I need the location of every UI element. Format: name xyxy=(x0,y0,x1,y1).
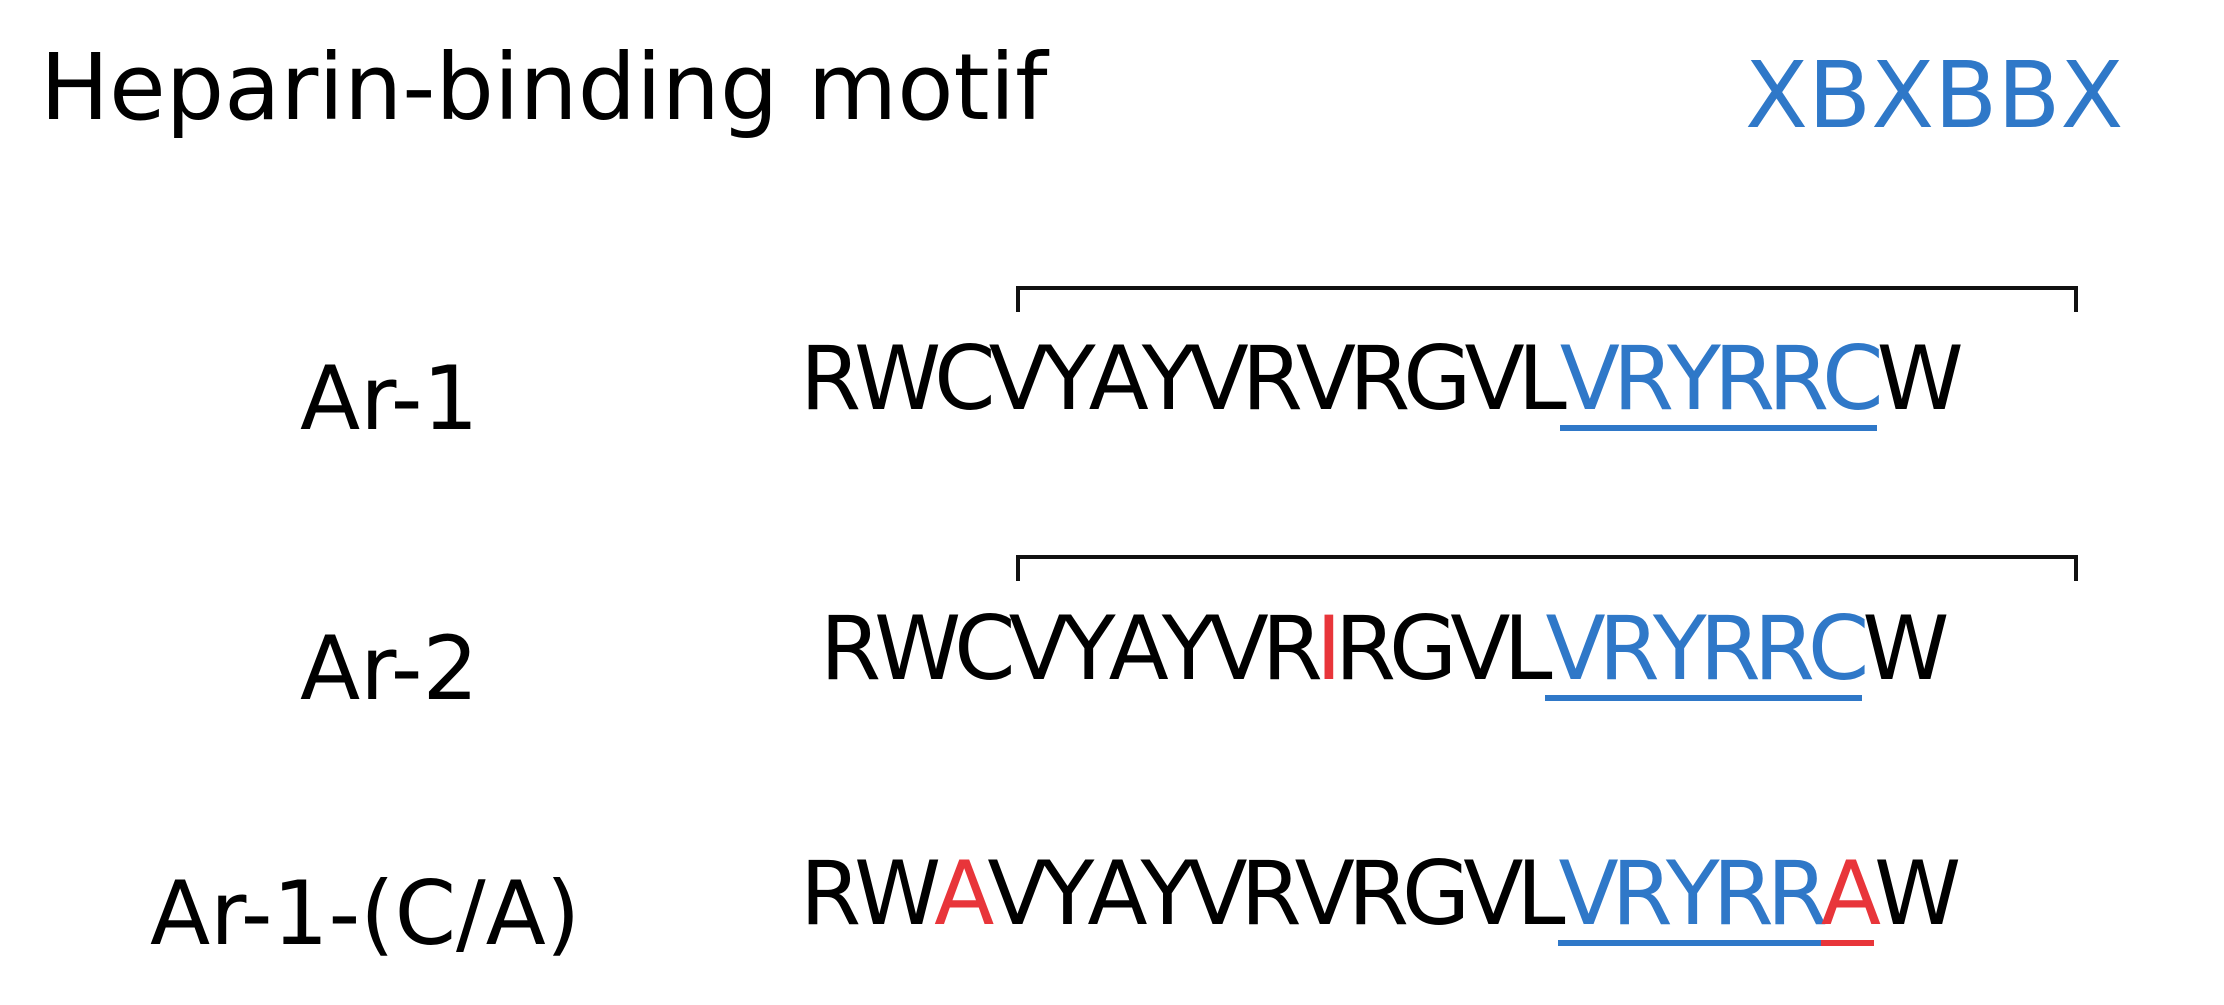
residue: W xyxy=(1862,597,1949,700)
residue: R xyxy=(1768,327,1829,430)
residue: Y xyxy=(1040,842,1095,945)
residue: Y xyxy=(1652,597,1707,700)
residue: R xyxy=(800,842,861,945)
residue: L xyxy=(1516,842,1565,945)
residue: C xyxy=(1822,327,1884,430)
residue: Y xyxy=(1161,597,1216,700)
residue: V xyxy=(1295,327,1356,430)
peptide-sequence: RWAVYAYVRVRGVLVRYRRAW xyxy=(800,842,1961,946)
residue: R xyxy=(1612,327,1674,430)
residue: V xyxy=(1558,842,1618,945)
diagram-title: Heparin-binding motif xyxy=(40,34,1048,141)
residue: W xyxy=(854,842,941,945)
residue: A xyxy=(1087,842,1147,945)
disulfide-bracket xyxy=(1016,555,2078,581)
residue: R xyxy=(1766,842,1828,945)
residue: V xyxy=(987,842,1047,945)
residue: Y xyxy=(1041,327,1096,430)
residue: C xyxy=(1807,597,1870,700)
residue: Y xyxy=(1141,327,1196,430)
residue: V xyxy=(1464,327,1524,430)
residue: R xyxy=(1712,842,1774,945)
residue: W xyxy=(854,327,941,430)
residue: R xyxy=(1598,597,1660,700)
residue: W xyxy=(874,597,961,700)
peptide-row-ar1: Ar-1 RWCVYAYVRVRGVLVRYRRCW xyxy=(0,230,2224,443)
residue: I xyxy=(1315,597,1342,700)
residue: G xyxy=(1389,597,1457,700)
residue: V xyxy=(1450,597,1510,700)
residue: R xyxy=(1347,842,1409,945)
residue: V xyxy=(1208,597,1269,700)
residue: V xyxy=(1559,327,1620,430)
residue: R xyxy=(1334,597,1396,700)
residue: W xyxy=(1874,842,1961,945)
residue: C xyxy=(934,327,996,430)
residue: R xyxy=(1349,327,1410,430)
residue: L xyxy=(1517,327,1567,430)
residue: V xyxy=(1008,597,1069,700)
residue: W xyxy=(1876,327,1964,430)
residue: R xyxy=(820,597,881,700)
peptide-row-ar1-ca: Ar-1-(C/A) RWAVYAYVRVRGVLVRYRRAW xyxy=(0,780,2224,958)
residue: V xyxy=(1545,597,1605,700)
residue: R xyxy=(1261,597,1323,700)
motif-consensus: XBXBBX xyxy=(1745,42,2124,149)
residue: L xyxy=(1503,597,1552,700)
residue: R xyxy=(1699,597,1761,700)
residue: G xyxy=(1402,842,1470,945)
peptide-row-ar2: Ar-2 RWCVYAYVRIRGVLVRYRRCW xyxy=(0,510,2224,713)
peptide-name: Ar-2 xyxy=(300,617,479,720)
residue: A xyxy=(1820,842,1881,945)
residue: V xyxy=(1188,327,1249,430)
residue: V xyxy=(1463,842,1523,945)
disulfide-bracket xyxy=(1016,286,2078,312)
residue: R xyxy=(800,327,861,430)
peptide-sequence: RWCVYAYVRIRGVLVRYRRCW xyxy=(820,597,1949,701)
residue: C xyxy=(954,597,1016,700)
residue: V xyxy=(1294,842,1355,945)
residue: A xyxy=(1088,327,1149,430)
residue: Y xyxy=(1665,842,1720,945)
residue: A xyxy=(1108,597,1169,700)
residue: V xyxy=(988,327,1049,430)
residue: Y xyxy=(1140,842,1195,945)
residue: R xyxy=(1240,842,1302,945)
residue: R xyxy=(1611,842,1673,945)
residue: Y xyxy=(1667,327,1721,430)
residue: V xyxy=(1187,842,1247,945)
residue: Y xyxy=(1061,597,1116,700)
peptide-sequence: RWCVYAYVRVRGVLVRYRRCW xyxy=(800,327,1964,431)
residue: R xyxy=(1713,327,1775,430)
residue: G xyxy=(1403,327,1471,430)
residue: R xyxy=(1241,327,1303,430)
peptide-name: Ar-1-(C/A) xyxy=(150,862,581,965)
residue: R xyxy=(1753,597,1815,700)
peptide-name: Ar-1 xyxy=(300,347,479,450)
residue: A xyxy=(934,842,994,945)
